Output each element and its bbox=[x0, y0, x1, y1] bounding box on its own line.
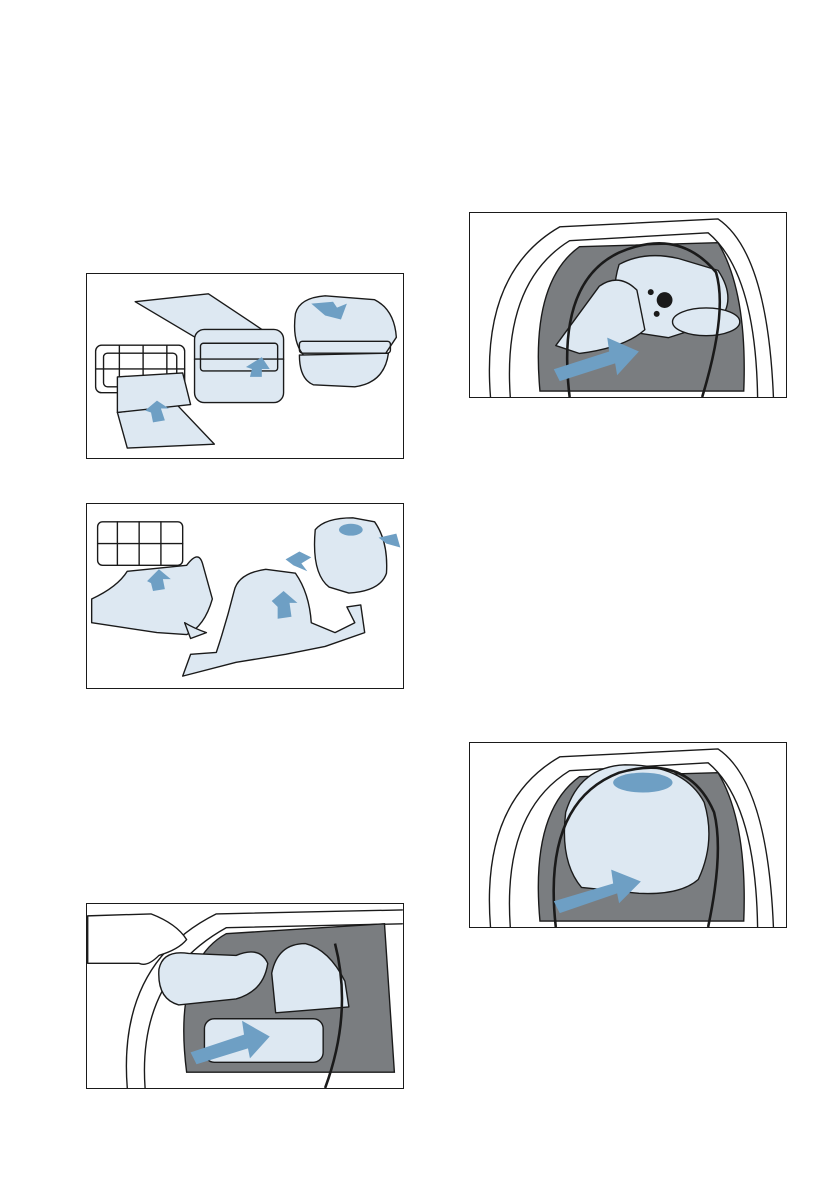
figure-wrap-garment bbox=[86, 503, 404, 689]
arrow-icon bbox=[286, 551, 312, 571]
figure-insert-toy bbox=[469, 212, 787, 398]
figure-insert-shoes bbox=[86, 903, 404, 1089]
insert-toy-illustration bbox=[470, 213, 786, 397]
fold-into-rack-illustration bbox=[87, 274, 403, 458]
wrap-garment-illustration bbox=[87, 504, 403, 688]
insert-bulky-item-illustration bbox=[470, 743, 786, 927]
figure-fold-into-rack bbox=[86, 273, 404, 459]
figure-insert-bulky-item bbox=[469, 742, 787, 928]
insert-shoes-illustration bbox=[87, 904, 403, 1088]
